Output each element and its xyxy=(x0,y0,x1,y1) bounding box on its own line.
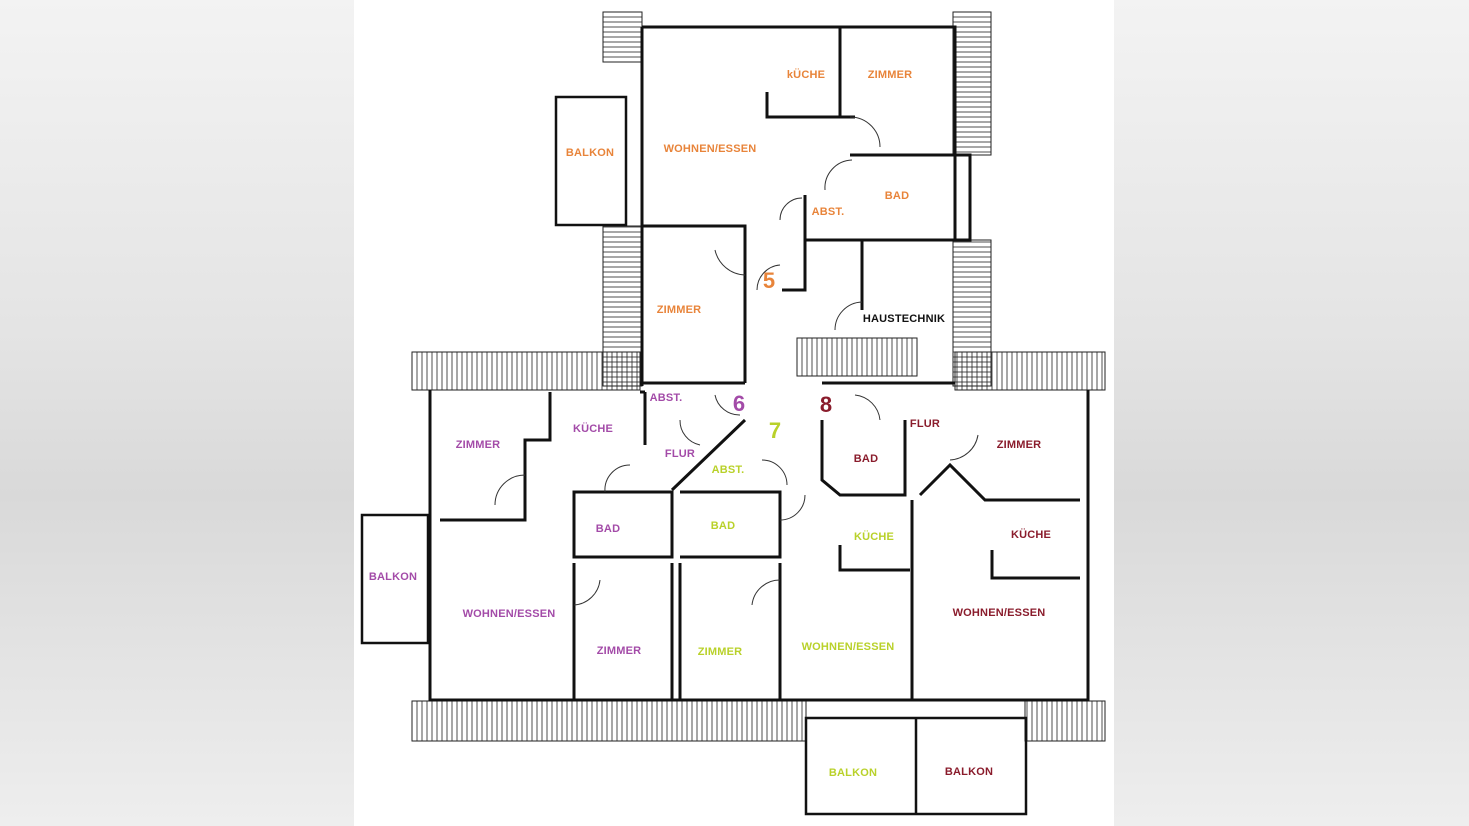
room-label-balkon-8: BALKON xyxy=(944,766,994,778)
room-label-wohnen-6: WOHNEN/ESSEN xyxy=(462,608,556,620)
room-label-bad-5: BAD xyxy=(884,190,910,202)
room-label-bad-8: BAD xyxy=(853,453,879,465)
room-label-kueche-7: KÜCHE xyxy=(853,531,895,543)
room-label-zimmer2-6: ZIMMER xyxy=(596,645,642,657)
room-label-abst-7: ABST. xyxy=(711,464,745,476)
room-label-abst-5: ABST. xyxy=(811,206,845,218)
room-label-flur-8: FLUR xyxy=(909,418,941,430)
room-label-balkon-6: BALKON xyxy=(368,571,418,583)
walls xyxy=(428,25,1090,702)
blurred-background-left xyxy=(0,0,354,826)
blurred-background-right xyxy=(1114,0,1469,826)
room-label-zimmer-7: ZIMMER xyxy=(697,646,743,658)
balconies xyxy=(360,95,1028,816)
doors xyxy=(494,116,979,606)
room-label-flur-6: FLUR xyxy=(664,448,696,460)
room-label-kueche-5: kÜCHE xyxy=(786,69,826,81)
room-label-zimmer-5: ZIMMER xyxy=(656,304,702,316)
unit-number-5: 5 xyxy=(762,268,776,293)
roof-hatching xyxy=(411,11,1106,742)
room-label-abst-6: ABST. xyxy=(649,392,683,404)
room-label-kueche-6: KÜCHE xyxy=(572,423,614,435)
room-label-zimmer-6: ZIMMER xyxy=(455,439,501,451)
unit-number-7: 7 xyxy=(768,418,782,443)
room-label-wohnen-7: WOHNEN/ESSEN xyxy=(801,641,895,653)
room-label-balkon-7: BALKON xyxy=(828,767,878,779)
room-label-wohnen-8: WOHNEN/ESSEN xyxy=(952,607,1046,619)
room-label-wohnen-5: WOHNEN/ESSEN xyxy=(663,143,757,155)
room-label-balkon-5: BALKON xyxy=(565,147,615,159)
room-label-zimmer-8: ZIMMER xyxy=(996,439,1042,451)
unit-number-6: 6 xyxy=(732,391,746,416)
room-label-haustechnik: HAUSTECHNIK xyxy=(862,313,946,325)
room-label-kueche-8: KÜCHE xyxy=(1010,529,1052,541)
unit-number-8: 8 xyxy=(819,392,833,417)
room-label-bad-6: BAD xyxy=(595,523,621,535)
room-label-zimmer-5-top: ZIMMER xyxy=(867,69,913,81)
room-label-bad-7: BAD xyxy=(710,520,736,532)
